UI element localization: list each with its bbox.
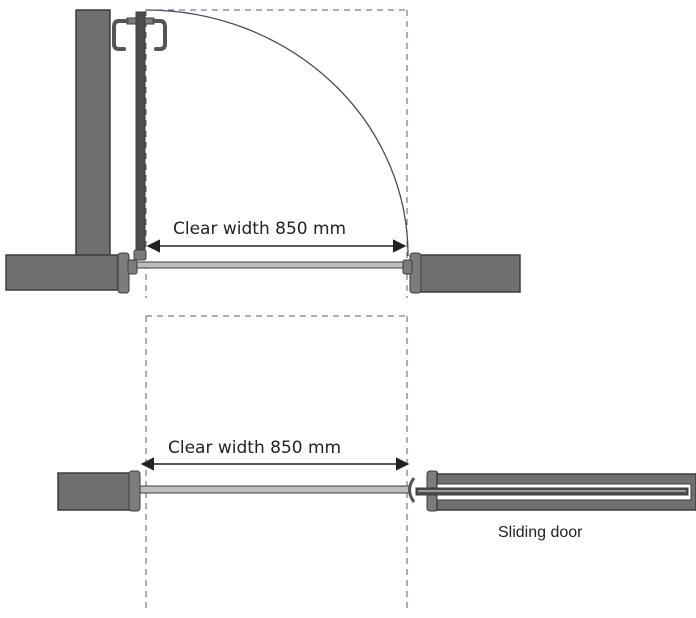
side-wall [75, 9, 111, 259]
clear-width-label: Clear width 850 mm [168, 438, 341, 458]
right-wall [419, 254, 521, 293]
clear-width-label: Clear width 850 mm [173, 219, 346, 239]
right-door-stop [402, 259, 413, 275]
left-wall [5, 254, 119, 291]
sliding-door-handle-icon [408, 477, 416, 503]
sliding-door-caption: Sliding door [498, 524, 583, 541]
sliding-door-plan: Clear width 850 mm Sliding door [57, 315, 696, 612]
left-door-frame [117, 252, 130, 294]
hinge [133, 249, 147, 261]
door-handle-icon [112, 17, 167, 51]
threshold [136, 261, 404, 269]
door-leaf [135, 11, 146, 257]
left-door-stop [127, 259, 138, 275]
door-swing-arc [145, 9, 409, 257]
threshold [139, 485, 411, 494]
sliding-door-leaf-highlight [418, 490, 686, 492]
left-wall [57, 472, 131, 511]
left-door-frame [128, 470, 141, 512]
hinged-door-plan: Clear width 850 mm [5, 9, 521, 298]
hinged-door-guide-lines [145, 9, 408, 298]
